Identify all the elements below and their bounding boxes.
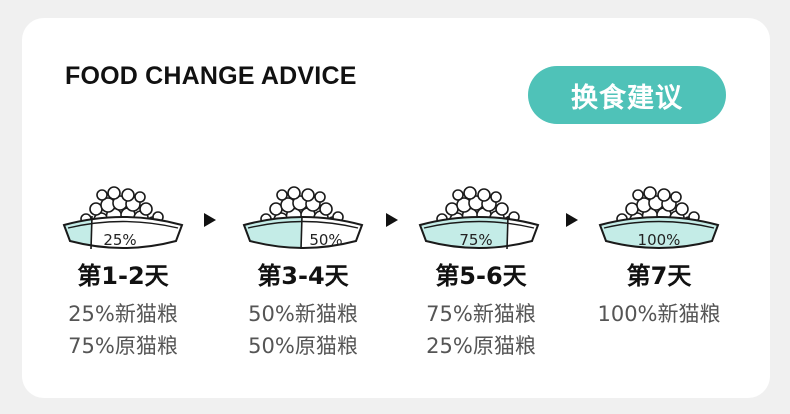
kibble-17 (134, 191, 146, 203)
kibble-12 (107, 186, 121, 200)
bowl-band-base (64, 217, 182, 248)
kibble-13 (657, 188, 671, 202)
kibble-11 (495, 202, 509, 216)
step-new-ratio-1: 25%新猫粮 (68, 302, 178, 326)
kibble-13 (477, 188, 491, 202)
step-day-1: 第1-2天 (77, 262, 169, 290)
kibble-12 (463, 186, 477, 200)
advice-badge: 换食建议 (528, 66, 726, 124)
kibble-11 (139, 202, 153, 216)
step-new-ratio-2: 50%新猫粮 (248, 302, 358, 326)
bowl-outline (62, 216, 184, 249)
food-bowl-icon-4: 100% (598, 186, 720, 249)
kibble-14 (96, 189, 108, 201)
bowl-outline (418, 216, 540, 249)
kibble-14 (452, 189, 464, 201)
bowl-outline (598, 216, 720, 249)
kibble-17 (670, 191, 682, 203)
arrow-right-icon-3 (566, 213, 578, 227)
food-bowl-icon-3: 75% (418, 186, 540, 250)
kibble-11 (675, 202, 689, 216)
fill-divider (90, 215, 93, 250)
arrow-right-icon-2 (386, 213, 398, 227)
step-old-ratio-2: 50%原猫粮 (248, 334, 358, 358)
step-day-3: 第5-6天 (435, 262, 527, 290)
step-new-ratio-3: 75%新猫粮 (426, 302, 536, 326)
kibble-11 (319, 202, 333, 216)
bowl-rim (67, 220, 179, 229)
bowl-rim (423, 220, 535, 229)
arrow-right-icon-1 (204, 213, 216, 227)
fill-divider (506, 215, 509, 250)
food-bowl-icon-2: 50% (242, 186, 364, 250)
bowl-rim (603, 220, 715, 229)
kibble-7 (269, 202, 283, 216)
page-title: FOOD CHANGE ADVICE (65, 62, 357, 90)
kibble-7 (445, 202, 459, 216)
step-old-ratio-1: 75%原猫粮 (68, 334, 178, 358)
bowl-outline (242, 216, 364, 249)
kibble-12 (287, 186, 301, 200)
food-bowl-icon-1: 25% (62, 186, 184, 250)
kibble-14 (632, 189, 644, 201)
percent-label: 50% (309, 231, 342, 249)
kibble-7 (625, 202, 639, 216)
step-old-ratio-3: 25%原猫粮 (426, 334, 536, 358)
step-new-ratio-4: 100%新猫粮 (597, 302, 721, 326)
kibble-17 (314, 191, 326, 203)
kibble-13 (121, 188, 135, 202)
step-day-4: 第7天 (626, 262, 692, 290)
kibble-7 (89, 202, 103, 216)
percent-label: 25% (103, 231, 136, 249)
kibble-12 (643, 186, 657, 200)
kibble-17 (490, 191, 502, 203)
percent-label: 100% (638, 231, 681, 249)
percent-label: 75% (459, 231, 492, 249)
kibble-14 (276, 189, 288, 201)
bowl-rim (247, 220, 359, 229)
kibble-13 (301, 188, 315, 202)
step-day-2: 第3-4天 (257, 262, 349, 290)
